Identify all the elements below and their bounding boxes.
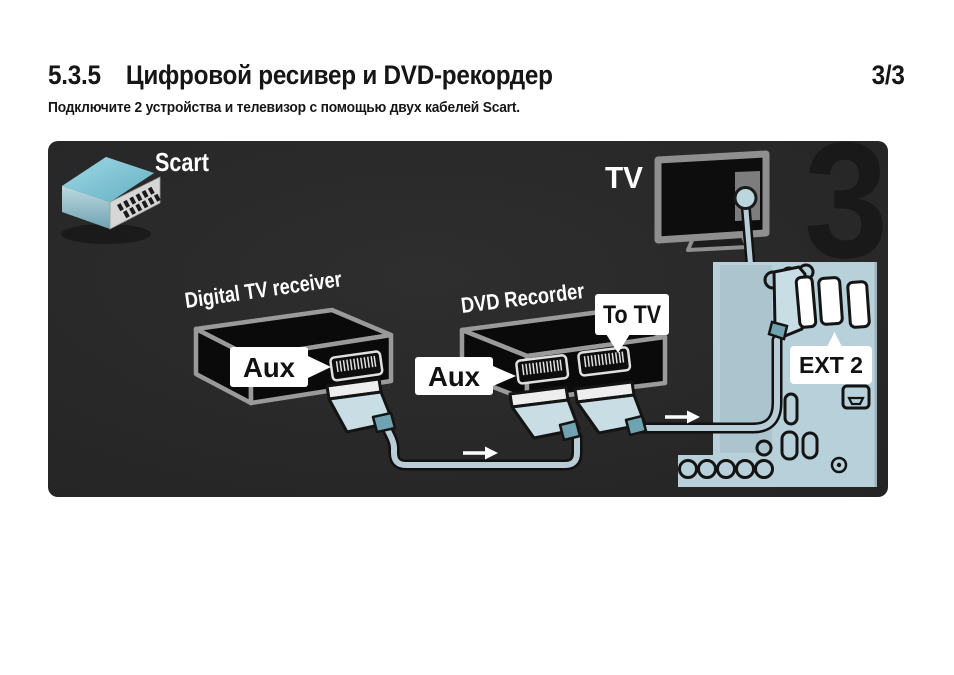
page-indicator: 3/3	[872, 60, 905, 90]
page-subtitle: Подключите 2 устройства и телевизор с по…	[48, 100, 520, 116]
hdmi-port-upper	[783, 392, 799, 426]
hdmi-port-lower-2	[801, 431, 819, 460]
receiver-to-recorder-cable	[379, 419, 583, 471]
round-port	[755, 439, 773, 457]
section-number: 5.3.5	[48, 60, 101, 90]
page-header: 5.3.5 Цифровой ресивер и DVD-рекордер 3/3…	[48, 60, 905, 117]
panel-scart-plug	[767, 265, 818, 341]
panel-plug-face	[794, 275, 818, 329]
recorder-to-tv-port	[576, 345, 632, 378]
recorder-aux-label: Aux	[428, 361, 480, 392]
scart-plug-recorder-totv	[573, 380, 648, 437]
hdmi-port-lower-1	[780, 430, 799, 461]
tv-cable-socket	[733, 186, 758, 210]
scart-connector-icon	[61, 157, 161, 244]
ext2-label: EXT 2	[799, 352, 863, 378]
recorder-aux-callout: Aux	[415, 357, 516, 395]
scart-icon-label: Scart	[155, 147, 209, 177]
scart-icon-pins	[117, 186, 161, 219]
receiver-aux-label: Aux	[243, 352, 295, 383]
connection-diagram: 3 Scart TV	[48, 108, 888, 497]
to-tv-label: To TV	[603, 301, 661, 329]
title-row: 5.3.5 Цифровой ресивер и DVD-рекордер 3/3	[48, 60, 905, 91]
rca-port	[830, 456, 848, 474]
recorder-aux-port	[514, 353, 570, 386]
to-tv-callout: To TV	[595, 294, 669, 353]
tv-back-panel: EXT 2	[631, 262, 877, 487]
scart-plug-recorder-aux	[508, 385, 582, 442]
panel-slot-3	[846, 280, 871, 329]
recorder-to-tv-cable	[631, 334, 783, 434]
page-title-group: 5.3.5 Цифровой ресивер и DVD-рекордер	[48, 60, 553, 91]
scart-plug-receiver	[325, 377, 397, 434]
network-port-icon	[841, 384, 871, 410]
tv-label: TV	[605, 160, 643, 195]
panel-slot-2	[817, 276, 844, 326]
ext2-label-box	[790, 346, 872, 384]
receiver-aux-callout: Aux	[230, 347, 331, 387]
audio-port-row	[678, 459, 774, 479]
panel-misc-ports	[678, 384, 871, 479]
panel-plug-tip	[767, 320, 789, 341]
page-title: Цифровой ресивер и DVD-рекордер	[125, 60, 553, 90]
tv-to-panel-cable	[733, 186, 758, 275]
ext2-pointer	[827, 332, 842, 347]
